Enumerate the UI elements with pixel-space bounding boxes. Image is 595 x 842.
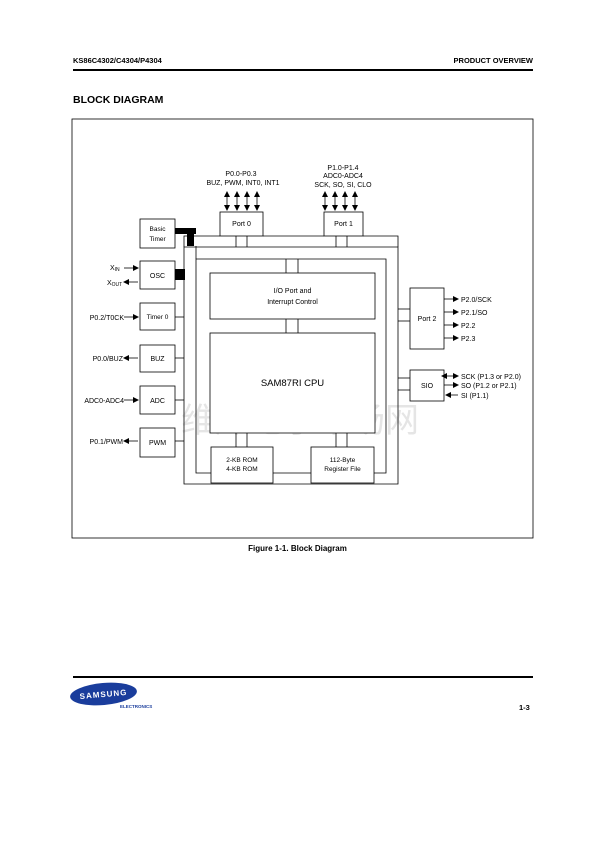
port0-label: Port 0	[232, 221, 251, 228]
basic-timer-label-2: Timer	[149, 236, 166, 243]
bus-to-port1	[363, 235, 399, 247]
port0-box	[219, 211, 264, 237]
sio-box	[409, 369, 445, 402]
cpu-label: SAM87RI CPU	[261, 378, 324, 389]
sio-arrows	[441, 373, 459, 398]
timer0-box	[139, 302, 176, 331]
adc-pin-label: ADC0-ADC4	[84, 398, 124, 405]
basic-timer-label-1: Basic	[150, 226, 167, 233]
page-number: 1-3	[519, 703, 530, 712]
port2-pin-1: P2.1/SO	[461, 310, 488, 317]
io-port-label-1: I/O Port and	[274, 288, 312, 295]
port0-signals-line1: P0.0-P0.3	[225, 171, 256, 178]
port1-arrows	[322, 191, 358, 211]
timer0-label: Timer 0	[147, 314, 169, 321]
buz-label: BUZ	[151, 356, 166, 363]
sio-label: SIO	[421, 383, 434, 390]
port1-signals-line1: P1.0-P1.4	[327, 165, 358, 172]
io-port-box	[209, 272, 376, 320]
buz-box	[139, 344, 176, 373]
samsung-logo-subtext: ELECTRONICS	[120, 704, 153, 709]
port1-signals-line2: ADC0-ADC4	[323, 173, 363, 180]
section-title: BLOCK DIAGRAM	[73, 94, 164, 106]
pwm-box	[139, 427, 176, 458]
port2-label: Port 2	[418, 316, 437, 323]
cpu-box	[209, 332, 376, 434]
header-section: PRODUCT OVERVIEW	[453, 56, 533, 65]
rom-label-1: 2-KB ROM	[226, 457, 257, 464]
port1-label: Port 1	[334, 221, 353, 228]
osc-link	[175, 269, 185, 280]
pwm-pin-label: P0.1/PWM	[90, 439, 124, 446]
register-file-label-1: 112-Byte	[330, 457, 356, 464]
register-file-label-2: Register File	[324, 466, 361, 473]
timer0-pin-label: P0.2/T0CK	[90, 315, 125, 322]
samsung-logo: SAMSUNG ELECTRONICS	[69, 680, 152, 709]
sio-pin-1: SO (P1.2 or P2.1)	[461, 383, 517, 390]
port2-pin-2: P2.2	[461, 323, 476, 330]
port0-arrows	[224, 191, 260, 211]
figure-caption: Figure 1-1. Block Diagram	[248, 544, 347, 553]
port1-signals-line3: SCK, SO, SI, CLO	[314, 182, 372, 189]
sio-pin-0: SCK (P1.3 or P2.0)	[461, 374, 521, 381]
adc-label: ADC	[150, 398, 165, 405]
buz-pin-label: P0.0/BUZ	[93, 356, 124, 363]
rom-label-2: 4-KB ROM	[226, 466, 257, 473]
port2-arrows	[444, 296, 459, 341]
samsung-logo-text: SAMSUNG	[79, 687, 128, 701]
bus-to-port0	[183, 235, 220, 247]
port0-signals-line2: BUZ, PWM, INT0, INT1	[206, 180, 279, 187]
header-part-numbers: KS86C4302/C4304/P4304	[73, 56, 162, 65]
port2-pin-0: P2.0/SCK	[461, 297, 492, 304]
basic-timer-link	[175, 228, 196, 234]
port2-box	[409, 287, 445, 350]
osc-box	[139, 260, 176, 290]
header-rule	[73, 69, 533, 71]
sio-pin-2: SI (P1.1)	[461, 393, 489, 400]
port1-box	[323, 211, 364, 237]
basic-timer-box	[139, 218, 176, 249]
footer-rule	[73, 676, 533, 678]
pwm-label: PWM	[149, 440, 166, 447]
io-port-label-2: Interrupt Control	[267, 299, 318, 306]
diagram-frame	[71, 118, 534, 539]
rom-box	[210, 446, 274, 484]
xout-label: XOUT	[107, 280, 122, 288]
osc-label: OSC	[150, 273, 165, 280]
xin-label: XIN	[110, 265, 120, 273]
port2-pin-3: P2.3	[461, 336, 476, 343]
register-file-box	[310, 446, 375, 484]
adc-box	[139, 385, 176, 415]
